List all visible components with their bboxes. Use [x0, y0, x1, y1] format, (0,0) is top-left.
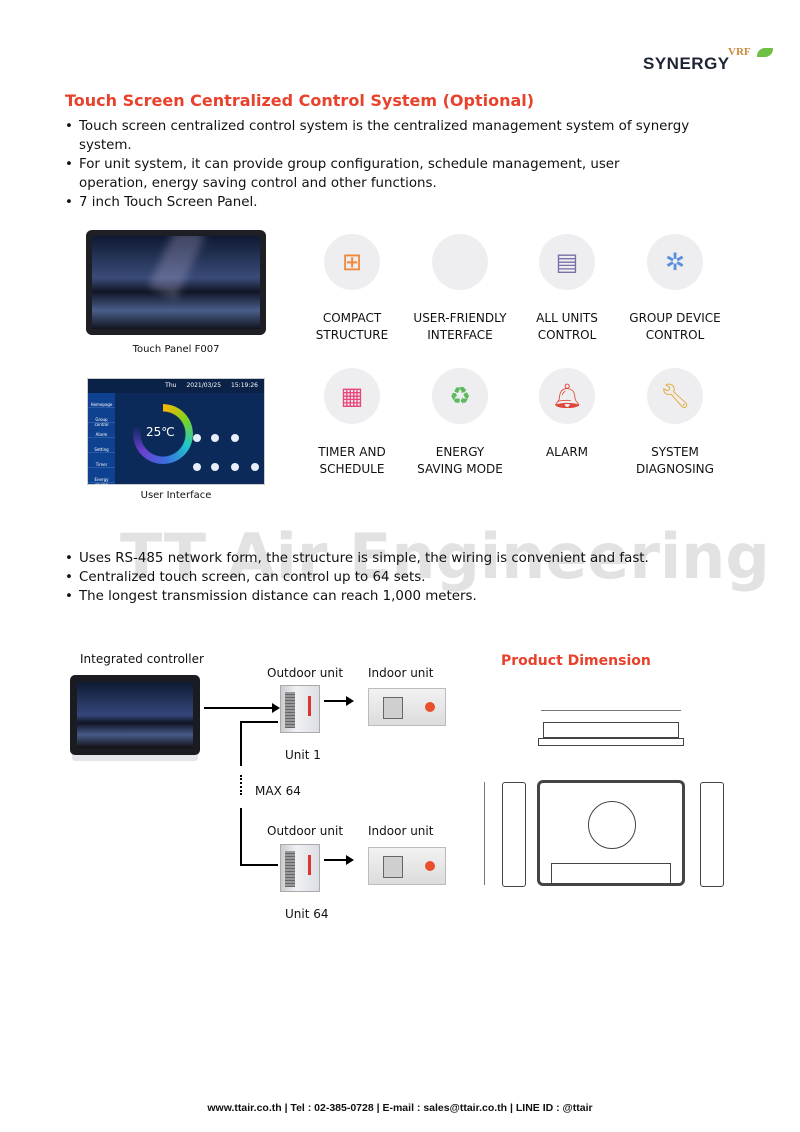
indoor-unit-image — [368, 688, 446, 726]
wrench-icon: 🔧︎ — [647, 368, 703, 424]
network-icon: ✲ — [647, 234, 703, 290]
feature-bell: 🔔︎ALARM — [512, 368, 622, 461]
calendar-icon: ▦ — [324, 368, 380, 424]
integrated-controller-image — [70, 675, 200, 755]
page-title: Touch Screen Centralized Control System … — [65, 91, 535, 110]
connection-arrow — [324, 696, 354, 706]
synergy-logo: SYNERGY VRF — [640, 44, 775, 76]
leaf-icon — [757, 48, 773, 57]
recycle-icon: ♻ — [432, 368, 488, 424]
outdoor-unit-image — [280, 685, 320, 733]
network-bullets: Uses RS-485 network form, the structure … — [65, 549, 765, 606]
intro-bullets: Touch screen centralized control system … — [65, 117, 745, 212]
bell-icon: 🔔︎ — [539, 368, 595, 424]
temperature-ring — [133, 404, 193, 464]
connection-arrow — [324, 855, 354, 865]
outdoor-unit-image — [280, 844, 320, 892]
connection-arrow — [204, 703, 280, 713]
controller-label: Integrated controller — [80, 652, 204, 666]
panel-caption: Touch Panel F007 — [132, 344, 220, 355]
ui-caption: User Interface — [140, 490, 212, 501]
touch-panel-image — [86, 230, 266, 335]
footer-contact: www.ttair.co.th | Tel : 02-385-0728 | E-… — [207, 1102, 593, 1114]
code-window-icon — [432, 234, 488, 290]
hierarchy-icon: ⊞ — [324, 234, 380, 290]
indoor-unit-image — [368, 847, 446, 885]
dimension-title: Product Dimension — [501, 653, 651, 669]
abacus-icon: ▤ — [539, 234, 595, 290]
